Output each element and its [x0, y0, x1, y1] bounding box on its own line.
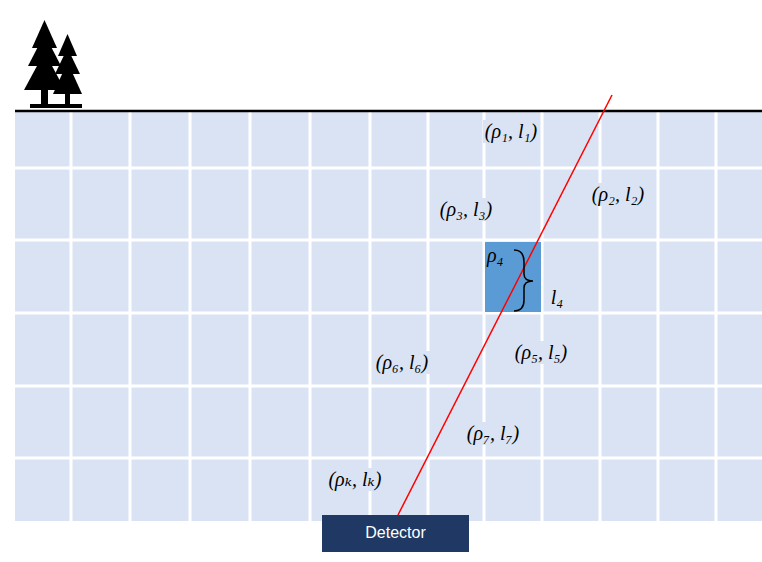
segment-label: (ρ₅, l₅) [513, 341, 569, 364]
segment-label: (ρ₇, l₇) [465, 422, 521, 445]
grid-line [657, 112, 660, 521]
grid-line [15, 167, 762, 170]
ground-surface [15, 110, 762, 113]
grid-line [15, 239, 762, 242]
segment-label: (ρ₁, l₁) [483, 120, 539, 143]
detector-label: Detector [365, 524, 425, 542]
grid-line [483, 112, 486, 521]
ray-path [398, 95, 612, 515]
segment-label: (ρ₃, l₃) [438, 198, 494, 221]
grid-line [249, 112, 252, 521]
length-brace [514, 250, 533, 311]
grid-line [309, 112, 312, 521]
grid-line [715, 112, 718, 521]
detector-box: Detector [322, 515, 469, 552]
grid-line [129, 112, 132, 521]
grid-line [15, 312, 762, 315]
grid-line [599, 112, 602, 521]
segment-label: l₄ [549, 286, 566, 309]
grid-lines [15, 112, 762, 521]
segment-label: (ρ₆, l₆) [374, 351, 430, 374]
grid-line [70, 112, 73, 521]
grid-line [15, 385, 762, 388]
soil-region [15, 111, 762, 521]
grid-line [541, 112, 544, 521]
grid-line [15, 457, 762, 460]
grid-line [369, 112, 372, 521]
segment-label: (ρ₂, l₂) [590, 183, 646, 206]
density-symbol: ρ₄ [487, 244, 504, 267]
tree-icon [24, 20, 82, 108]
grid-line [189, 112, 192, 521]
segment-label: (ρₖ, lₖ) [326, 468, 383, 491]
